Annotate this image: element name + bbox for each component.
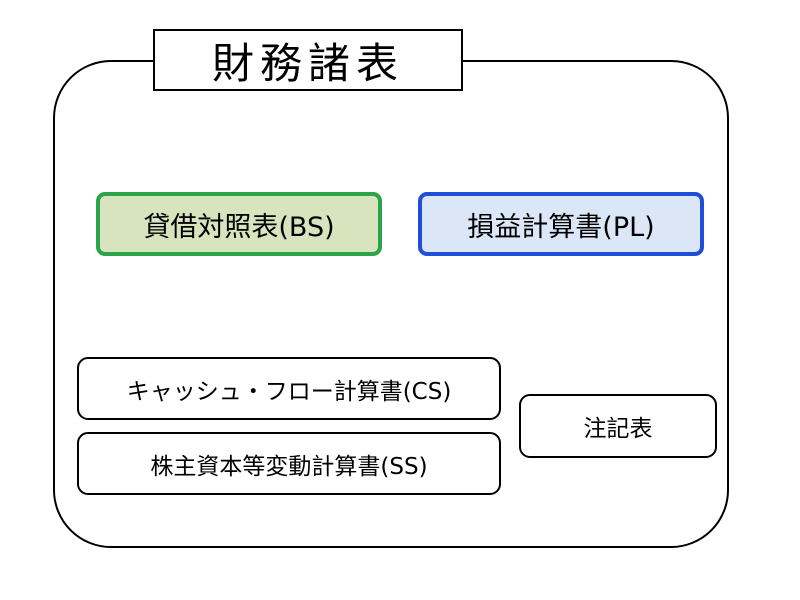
notes-box: 注記表 <box>519 394 717 458</box>
balance-sheet-box: 貸借対照表(BS) <box>96 192 382 256</box>
income-statement-box: 損益計算書(PL) <box>418 192 704 256</box>
shareholders-equity-statement-box: 株主資本等変動計算書(SS) <box>77 432 501 495</box>
diagram-title: 財務諸表 <box>153 29 463 91</box>
cash-flow-statement-box: キャッシュ・フロー計算書(CS) <box>77 357 501 420</box>
